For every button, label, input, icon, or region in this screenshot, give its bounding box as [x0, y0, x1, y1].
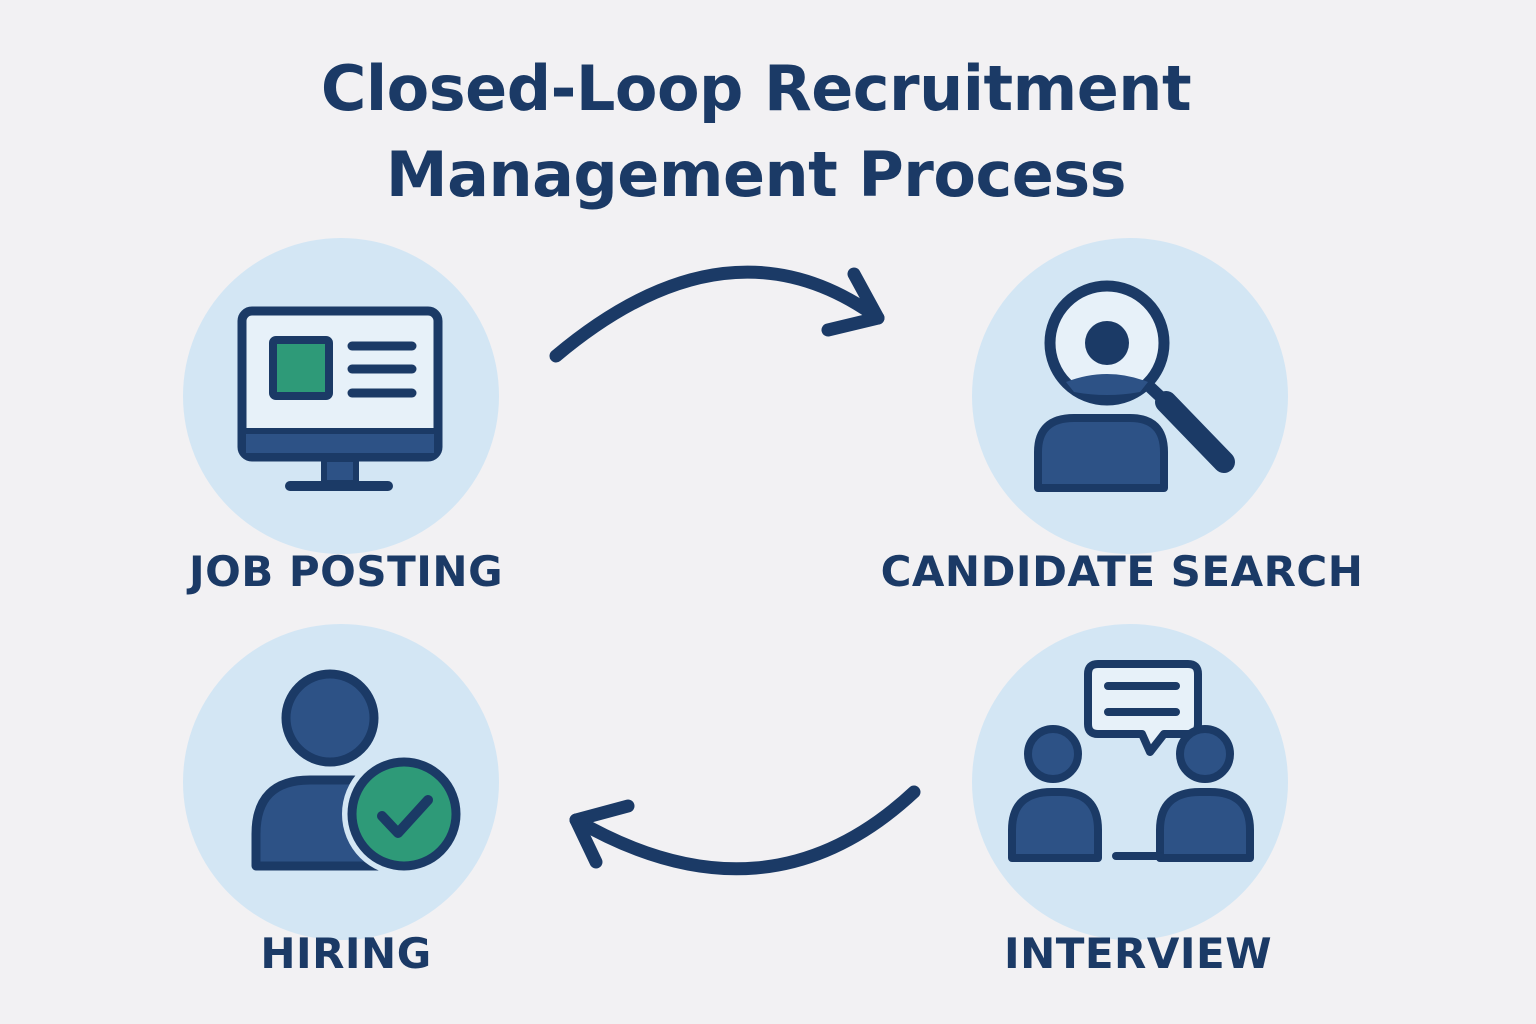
computer-monitor-icon [237, 306, 443, 491]
diagram-title-line-2: Management Process [385, 138, 1127, 211]
arrow-interview-to-hiring [569, 785, 921, 876]
magnifier-person-icon [1034, 280, 1235, 492]
stage-label-job-posting: JOB POSTING [188, 547, 504, 596]
diagram-title-line-1: Closed-Loop Recruitment [320, 52, 1192, 125]
arrow-job-posting-to-candidate-search [549, 265, 885, 363]
two-people-chat-icon [1008, 660, 1254, 862]
stage-label-candidate-search: CANDIDATE SEARCH [880, 547, 1364, 596]
stage-label-hiring: HIRING [260, 929, 432, 978]
stage-label-interview: INTERVIEW [1003, 929, 1273, 978]
person-checkmark-icon [251, 669, 466, 876]
